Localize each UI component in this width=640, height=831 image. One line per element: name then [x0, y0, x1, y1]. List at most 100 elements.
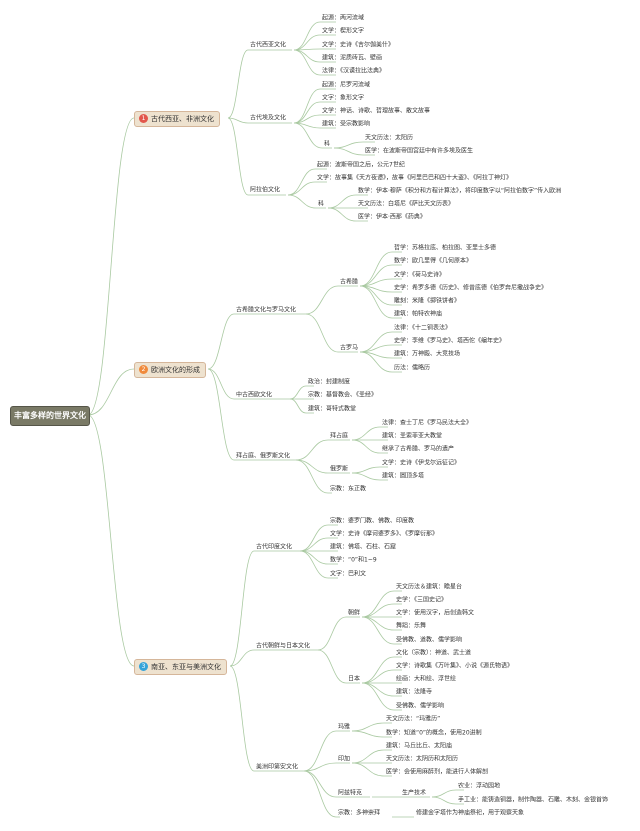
leaf-item: 建筑：受宗教影响 — [322, 120, 371, 128]
branch-americas: 美洲印第安文化 — [256, 763, 299, 771]
leaf-item: 宗教：多神崇拜 — [338, 809, 381, 817]
leaf-item: 法律：查士丁尼《罗马民法大全》 — [382, 419, 473, 427]
leaf-item: 文字：象形文字 — [322, 94, 365, 102]
branch-egypt: 古代埃及文化 — [250, 114, 287, 122]
leaf-item: 起源：两河流域 — [322, 14, 365, 22]
connector-line — [361, 590, 402, 618]
branch-production-tech: 生产技术 — [402, 789, 427, 797]
connector-line — [431, 789, 464, 798]
connector-line — [351, 439, 388, 454]
branch-greece-rome: 古希腊文化与罗马文化 — [236, 306, 297, 314]
connector-line — [293, 122, 336, 129]
connector-line — [293, 114, 336, 124]
connector-line — [351, 762, 392, 777]
leaf-item: 建筑：圆顶多塔 — [382, 472, 425, 480]
leaf-item: 史学：希罗多德《历史》、修昔底德《伯罗奔尼撒战争史》 — [394, 284, 548, 292]
branch-india: 古代印度文化 — [256, 543, 293, 551]
branch-maya: 玛雅 — [338, 723, 351, 731]
connector-line — [305, 285, 358, 315]
connector-line — [431, 796, 464, 805]
leaf-item: 哲学：苏格拉底、柏拉图、亚里士多德 — [394, 244, 497, 252]
leaf-item: 天文历法＆建筑：瞻星台 — [396, 583, 463, 591]
section-3-label: 南亚、东亚与美洲文化 — [151, 663, 221, 671]
connector-line — [207, 313, 306, 370]
leaf-item: 天文历法：太阴历和太阳历 — [386, 755, 459, 763]
leaf-item: 建筑：帕特农神庙 — [394, 310, 443, 318]
branch-ancient-rome: 古罗马 — [340, 344, 359, 352]
leaf-item: 文学：楔形文字 — [322, 27, 365, 35]
connector-line — [87, 368, 135, 416]
connector-line — [207, 368, 296, 461]
connector-line — [359, 351, 402, 373]
connector-line — [287, 194, 326, 209]
branch-byzantium: 拜占庭 — [330, 432, 349, 440]
leaf-item: 雕刻：米隆《掷铁饼者》 — [394, 297, 461, 305]
leaf-item: 继承了古希腊、罗马的遗产 — [382, 445, 455, 453]
leaf-item: 法律：《汉谟拉比法典》 — [322, 67, 386, 75]
branch-inca: 印加 — [338, 755, 351, 763]
leaf-item: 文学：使用汉字，后创造韩文 — [396, 609, 475, 617]
leaf-item: 起源：波斯帝国之后，公元7世纪 — [317, 161, 405, 169]
connector-line — [351, 466, 388, 474]
section-2-label: 欧洲文化的形成 — [151, 366, 200, 374]
connector-line — [351, 730, 392, 738]
connector-line — [359, 264, 402, 287]
leaf-item: 修建金字塔作为神庙祭祀，用于观察天象 — [416, 809, 525, 817]
leaf-item: 史学：《三国史记》 — [396, 596, 448, 604]
connector-line — [87, 414, 135, 667]
leaf-item: 文学：故事集《天方夜谭》，故事《阿里巴巴和四十大盗》、《阿拉丁神灯》 — [317, 174, 513, 182]
leaf-item: 建筑：佛塔、石柱、石窟 — [330, 543, 397, 551]
connector-line — [359, 278, 402, 287]
connector-line — [351, 472, 388, 481]
branch-korea-japan: 古代朝鲜与日本文化 — [256, 642, 311, 650]
leaf-item: 建筑：圣索菲亚大教堂 — [382, 432, 443, 440]
connector-line — [227, 117, 292, 124]
leaf-item: 数学：“0”和1~9 — [330, 556, 377, 564]
connector-line — [207, 368, 290, 400]
connector-line — [227, 49, 292, 119]
connector-line — [361, 669, 402, 684]
connector-line — [299, 550, 338, 579]
section-1-label: 古代西亚、非洲文化 — [151, 115, 214, 123]
connector-line — [229, 649, 318, 667]
branch-aztec: 阿兹特克 — [338, 789, 363, 797]
branch-arab-science: 科 — [318, 200, 325, 208]
connector-line — [303, 770, 340, 818]
connector-line — [305, 313, 358, 353]
connector-line — [317, 649, 360, 684]
branch-ancient-greece: 古希腊 — [340, 278, 359, 286]
connector-line — [293, 101, 336, 124]
connector-line — [303, 762, 350, 772]
connector-line — [87, 117, 135, 416]
connector-line — [229, 665, 304, 772]
section-3-number-badge: 3 — [139, 662, 148, 671]
leaf-item: 政治：封建制度 — [308, 378, 351, 386]
section-1-number-badge: 1 — [139, 114, 148, 123]
branch-medieval-west-europe: 中古西欧文化 — [236, 391, 273, 399]
connector-line — [289, 385, 314, 400]
leaf-item: 法律：《十二铜表法》 — [394, 324, 452, 332]
branch-west-asia: 古代西亚文化 — [250, 41, 287, 49]
connector-line — [359, 331, 402, 353]
connector-line — [303, 730, 350, 772]
branch-japan: 日本 — [348, 675, 361, 683]
connector-line — [299, 524, 338, 552]
connector-line — [359, 285, 402, 319]
connector-line — [333, 147, 375, 156]
leaf-item: 文学：诗歌集《万叶集》、小说《源氏物语》 — [396, 662, 514, 670]
leaf-item: 宗教：婆罗门教、佛教、印度教 — [330, 517, 415, 525]
leaf-item: 天文历法：太阳历 — [365, 134, 414, 142]
root-node: 丰富多样的世界文化 — [10, 406, 90, 426]
connector-line — [287, 181, 327, 196]
connector-line — [361, 616, 402, 645]
leaf-item: 医学：在波斯帝国宫廷中有许多埃及医生 — [365, 147, 474, 155]
leaf-item: 医学：伊本·西那《药典》 — [358, 213, 426, 221]
leaf-item: 数学：欧几里得《几何原本》 — [394, 257, 473, 265]
leaf-item: 宗教：基督教会、《圣经》 — [308, 391, 378, 399]
leaf-item: 文学：史诗《摩诃婆罗多》、《罗摩衍那》 — [330, 530, 439, 538]
connector-line — [287, 168, 327, 196]
leaf-item: 建筑：马丘比丘、太阳庙 — [386, 742, 453, 750]
connector-line — [361, 656, 402, 684]
connector-line — [359, 251, 402, 287]
